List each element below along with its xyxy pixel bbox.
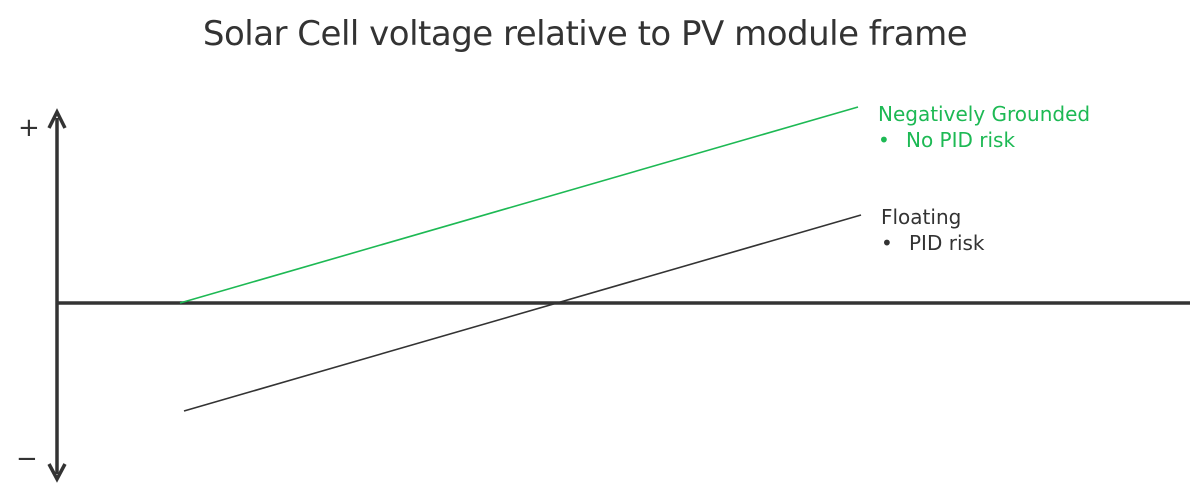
negatively-grounded-label: Negatively Grounded • No PID risk [878, 101, 1090, 153]
negatively-grounded-line [179, 106, 859, 304]
pid-risk-text: PID risk [909, 231, 985, 255]
bullet-icon: • [881, 231, 893, 255]
plus-sign: + [18, 113, 40, 143]
floating-heading: Floating [881, 205, 962, 229]
down-arrow-icon [47, 463, 67, 483]
up-arrow-icon [47, 108, 67, 129]
floating-line [183, 214, 862, 412]
bullet-icon: • [878, 128, 890, 152]
diagram-title: Solar Cell voltage relative to PV module… [202, 14, 968, 54]
floating-label: Floating • PID risk [881, 204, 985, 256]
no-pid-risk-text: No PID risk [906, 128, 1016, 152]
negatively-grounded-heading: Negatively Grounded [878, 102, 1091, 126]
minus-sign: − [16, 444, 38, 474]
